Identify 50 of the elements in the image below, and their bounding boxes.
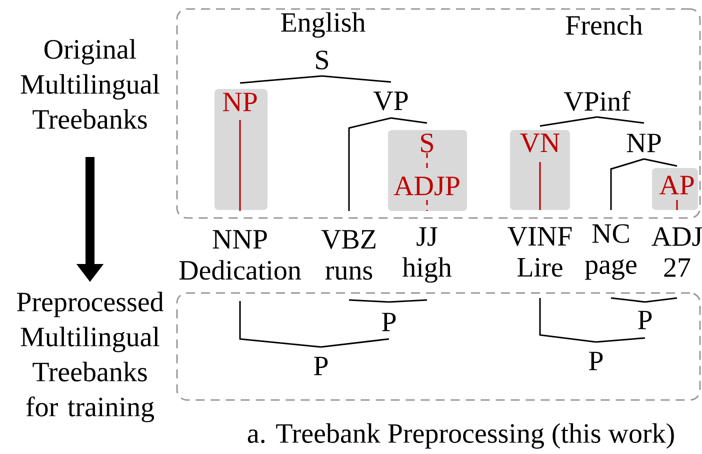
dashed-frame: [176, 292, 701, 401]
category-label: P: [314, 356, 328, 376]
highlight-box: [388, 130, 467, 211]
tree-branch: [388, 299, 428, 303]
highlight-box: [652, 168, 698, 210]
category-label: P: [589, 352, 603, 370]
category-label: VN: [520, 134, 560, 152]
category-label: NP: [222, 92, 257, 112]
tree-branch: [539, 162, 541, 210]
tree-branch: [240, 75, 322, 84]
tree-branch: [644, 297, 678, 303]
tree-branch: [322, 75, 392, 83]
word-label: ADJ 27: [652, 227, 702, 277]
side-label: Original Multilingual Treebanks: [20, 39, 160, 129]
caption: a. Treebank Preprocessing (this work): [248, 423, 674, 449]
tree-branch: [348, 117, 392, 211]
word-label: VINF Lire: [508, 227, 572, 277]
tree-branch: [676, 200, 678, 210]
tree-branch: [348, 299, 390, 303]
word-label: JJ high: [402, 227, 452, 283]
highlight-box: [214, 89, 268, 210]
category-label: S: [316, 50, 328, 70]
category-label: S: [421, 134, 434, 152]
language-label: English: [281, 12, 366, 38]
word-label: NC page: [585, 224, 636, 280]
dashed-frame: [176, 8, 701, 219]
tree-branch: [610, 297, 646, 303]
word-label: NNP Dedication: [179, 230, 301, 280]
category-label: NP: [626, 134, 661, 152]
category-label: P: [638, 310, 652, 330]
category-label: AP: [659, 176, 694, 194]
tree-branch: [426, 200, 428, 211]
tree-branch: [320, 338, 390, 348]
tree-branch: [539, 298, 596, 343]
category-label: ADJP: [394, 176, 460, 196]
category-label: P: [382, 312, 396, 332]
tree-branch: [239, 120, 241, 211]
tree-branch: [540, 116, 598, 127]
category-label: VP: [373, 92, 408, 110]
tree-branch: [390, 117, 428, 124]
tree-branch: [596, 116, 644, 124]
tree-branch: [596, 337, 646, 343]
highlight-box: [510, 130, 570, 210]
tree-branch: [239, 301, 322, 348]
side-label: Preprocessed Multilingual Treebanks for training: [16, 292, 164, 422]
tree-branch: [610, 158, 644, 210]
category-label: VPinf: [564, 90, 630, 112]
language-label: French: [566, 15, 642, 35]
word-label: VBZ runs: [321, 230, 376, 280]
tree-branch: [644, 158, 678, 167]
